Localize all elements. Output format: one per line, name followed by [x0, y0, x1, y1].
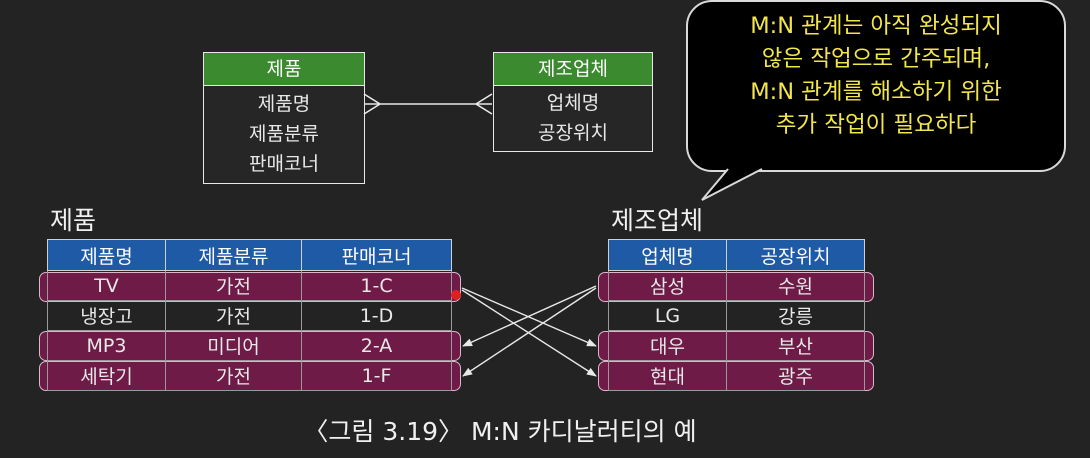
callout-bubble	[686, 0, 1066, 172]
product-entity-name: 제품	[204, 53, 364, 86]
table-row: 냉장고 가전 1-D	[47, 300, 452, 331]
crows-foot-product	[363, 93, 382, 115]
table-cell: 2-A	[301, 330, 452, 361]
maker-table: 업체명 공장위치 삼성 수원 LG 강릉 대우 부산 현대 광주	[608, 239, 865, 391]
maker-entity-attribute: 공장위치	[538, 122, 608, 144]
product-entity-attribute: 제품분류	[249, 123, 319, 145]
table-row: LG 강릉	[608, 300, 865, 331]
column-header: 판매코너	[301, 239, 452, 271]
callout-line: 않은 작업으로 간주되며,	[761, 46, 991, 72]
column-header: 제품명	[47, 239, 166, 271]
table-cell: 가전	[165, 360, 302, 391]
mapping-arrow	[461, 287, 597, 347]
table-cell: 1-D	[301, 300, 452, 331]
table-cell: 광주	[726, 360, 865, 391]
table-row: TV 가전 1-C	[47, 270, 452, 301]
table-cell: 1-C	[301, 270, 452, 301]
table-cell: 강릉	[726, 300, 865, 331]
callout-line: M:N 관계를 해소하기 위한	[750, 79, 1002, 105]
callout-line: M:N 관계는 아직 완성되지	[750, 13, 1002, 39]
table-cell: 냉장고	[47, 300, 166, 331]
maker-entity-box: 제조업체 업체명 공장위치	[493, 52, 653, 152]
maker-entity-name: 제조업체	[494, 53, 652, 86]
table-cell: 삼성	[608, 270, 727, 301]
mapping-arrow	[461, 289, 597, 377]
table-row: 삼성 수원	[608, 270, 865, 301]
column-header: 제품분류	[165, 239, 302, 271]
crows-foot-maker	[474, 93, 493, 115]
table-cell: 미디어	[165, 330, 302, 361]
mapping-arrow	[462, 285, 597, 347]
product-entity-box: 제품 제품명 제품분류 판매코너	[203, 52, 365, 184]
table-cell: 세탁기	[47, 360, 166, 391]
product-entity-attribute: 판매코너	[249, 153, 319, 175]
table-cell: LG	[608, 300, 727, 331]
table-row: 대우 부산	[608, 330, 865, 361]
column-header: 공장위치	[726, 239, 865, 271]
table-cell: TV	[47, 270, 166, 301]
maker-table-header-row: 업체명 공장위치	[608, 239, 865, 271]
figure-caption: 〈그림 3.19〉 M:N 카디날러티의 예	[303, 417, 697, 446]
table-cell: 대우	[608, 330, 727, 361]
table-row: 세탁기 가전 1-F	[47, 360, 452, 391]
table-cell: 부산	[726, 330, 865, 361]
product-table-header-row: 제품명 제품분류 판매코너	[47, 239, 452, 271]
column-header: 업체명	[608, 239, 727, 271]
product-entity-attribute: 제품명	[257, 93, 311, 115]
table-cell: 수원	[726, 270, 865, 301]
table-cell: 가전	[165, 270, 302, 301]
table-cell: MP3	[47, 330, 166, 361]
mapping-arrow	[462, 287, 597, 377]
table-row: MP3 미디어 2-A	[47, 330, 452, 361]
table-row: 현대 광주	[608, 360, 865, 391]
table-cell: 가전	[165, 300, 302, 331]
table-cell: 현대	[608, 360, 727, 391]
maker-table-title: 제조업체	[611, 206, 704, 235]
table-cell: 1-F	[301, 360, 452, 391]
callout-line: 추가 작업이 필요하다	[775, 112, 977, 138]
callout-text: M:N 관계는 아직 완성되지 않은 작업으로 간주되며, M:N 관계를 해소…	[688, 10, 1064, 142]
maker-entity-attribute: 업체명	[546, 92, 600, 114]
product-table-title: 제품	[50, 206, 97, 235]
product-table: 제품명 제품분류 판매코너 TV 가전 1-C 냉장고 가전 1-D MP3 미…	[47, 239, 452, 391]
